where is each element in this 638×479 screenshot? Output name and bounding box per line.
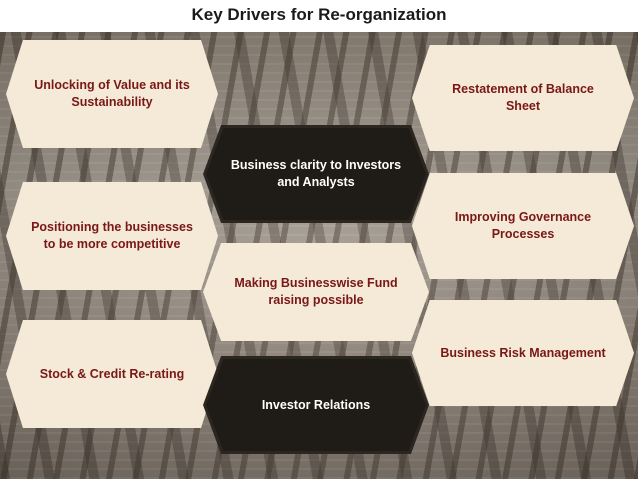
title-bar: Key Drivers for Re-organization [0,0,638,32]
driver-label: Making Businesswise Fund raising possibl… [234,276,398,307]
driver-label: Unlocking of Value and its Sustainabilit… [34,78,190,109]
driver-label: Improving Governance Processes [454,210,592,241]
driver-business-clarity: Business clarity to Investors and Analys… [203,125,429,223]
driver-label: Business clarity to Investors and Analys… [230,158,402,189]
driver-fund-raising: Making Businesswise Fund raising possibl… [203,243,429,341]
driver-label: Positioning the businesses to be more co… [31,220,193,251]
driver-stock-credit-rerating: Stock & Credit Re-rating [6,320,218,428]
driver-restatement-balance-sheet: Restatement of Balance Sheet [412,45,634,151]
driver-unlocking-value: Unlocking of Value and its Sustainabilit… [6,40,218,148]
driver-label: Business Risk Management [440,345,606,360]
page-title: Key Drivers for Re-organization [191,5,447,24]
driver-label: Stock & Credit Re-rating [39,366,185,381]
driver-label: Restatement of Balance Sheet [452,82,594,113]
driver-label: Investor Relations [261,397,371,412]
driver-positioning-businesses: Positioning the businesses to be more co… [6,182,218,290]
driver-investor-relations: Investor Relations [203,356,429,454]
driver-improving-governance: Improving Governance Processes [412,173,634,279]
driver-business-risk-management: Business Risk Management [412,300,634,406]
